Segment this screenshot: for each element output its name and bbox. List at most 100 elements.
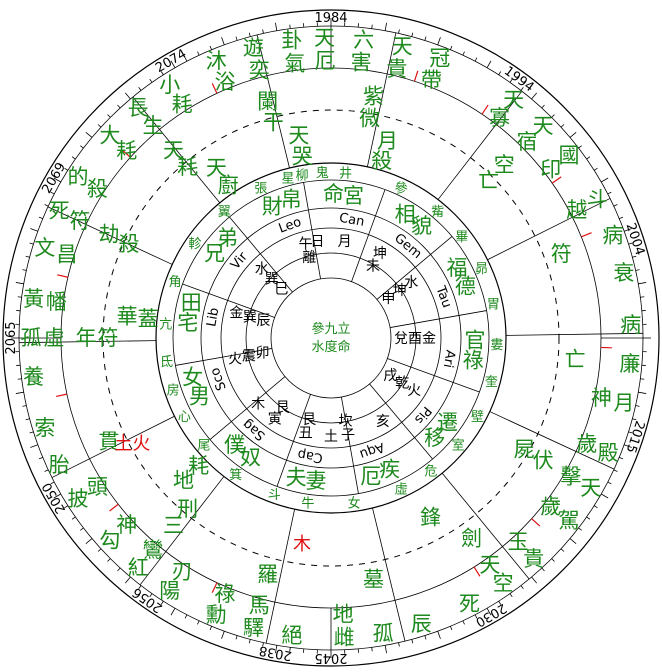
- outer-star-char: 長: [128, 96, 149, 120]
- outer-star-char: 擊: [560, 465, 581, 489]
- mansion-label: 井: [339, 167, 352, 182]
- outer-star-char: 天: [533, 114, 554, 138]
- outer-tick: [25, 255, 30, 258]
- outer-tick: [107, 558, 111, 562]
- outer-star-char: 辰: [411, 612, 432, 636]
- outer-star-char: 殿: [598, 441, 619, 465]
- palace-char: 移: [424, 426, 445, 450]
- outer-tick: [235, 635, 238, 640]
- mansion-label: 胃: [487, 297, 500, 312]
- outer-tick: [15, 282, 24, 285]
- outer-star-char: 天: [503, 88, 524, 112]
- branch-char: 坤: [373, 246, 387, 262]
- year-label: 2015: [623, 419, 647, 455]
- outer-extra-char: 符: [551, 242, 572, 266]
- chart-center: 參九立 水度命: [311, 322, 350, 355]
- outer-star-char: 越: [566, 198, 587, 222]
- palace-char: 厄: [360, 464, 381, 488]
- branch-char: 水: [255, 262, 269, 278]
- year-label: 2038: [258, 642, 293, 663]
- center-text-line1: 參九立: [311, 322, 350, 337]
- mansion-label: 角: [169, 275, 182, 290]
- outer-tick: [262, 29, 264, 34]
- chart-structure: [2, 9, 660, 667]
- outer-star-char: 遊: [243, 36, 264, 60]
- palace-char: 德: [455, 274, 476, 298]
- house-divider: [175, 348, 272, 366]
- chart-ring: [155, 162, 507, 514]
- outer-tick: [509, 593, 513, 598]
- sector-divider: [372, 507, 406, 642]
- mansion-label: 房: [167, 382, 180, 398]
- outer-star-char: 六: [353, 28, 374, 52]
- outer-extra-char: 紫: [363, 85, 384, 109]
- branch-char: 寅: [268, 410, 282, 427]
- outer-sub-char: 華: [117, 305, 138, 329]
- sector-divider: [256, 34, 290, 169]
- year-label: 2004: [623, 221, 647, 257]
- branch-char: 坎: [339, 414, 353, 430]
- outer-extra-char: 耗: [177, 155, 198, 179]
- outer-tick: [635, 269, 640, 271]
- outer-tick: [197, 620, 200, 625]
- palace-char: 夫: [286, 466, 307, 490]
- mansion-label: 心: [178, 410, 191, 425]
- outer-star-char: 天: [479, 553, 500, 577]
- outer-tick: [197, 51, 200, 56]
- outer-tick: [17, 378, 22, 380]
- outer-tick: [170, 60, 176, 69]
- outer-tick: [624, 444, 632, 448]
- outer-sub-char: 天: [288, 124, 309, 148]
- outer-star-char: 索: [34, 416, 55, 440]
- mansion-label: 婁: [490, 338, 503, 353]
- outer-star-char: 斗: [587, 187, 608, 211]
- outer-star-char: 天: [314, 26, 335, 50]
- outer-sub-char: 蓋: [138, 307, 159, 331]
- palace-char: 帛: [281, 188, 302, 212]
- palace-char: 貌: [411, 214, 432, 238]
- outer-tick: [474, 57, 478, 62]
- outer-star-char: 神: [591, 386, 612, 410]
- outer-tick: [628, 242, 633, 245]
- outer-tick: [29, 431, 34, 434]
- outer-star-char: 病: [602, 223, 623, 247]
- outer-tick: [170, 607, 176, 616]
- mansion-label: 畢: [455, 230, 468, 245]
- outer-tick: [613, 469, 618, 472]
- outer-tick: [520, 585, 524, 589]
- outer-star-char: 胎: [49, 453, 70, 477]
- outer-sub-char: 地: [173, 468, 194, 492]
- outer-star-char: 馬: [249, 594, 270, 618]
- zodiac-sign-label: Can: [338, 211, 366, 230]
- outer-tick: [450, 626, 453, 631]
- house-divider: [376, 236, 453, 300]
- outer-star-char: 驛: [243, 616, 264, 640]
- outer-tick: [424, 36, 427, 41]
- outer-tick: [628, 431, 633, 434]
- chart-ring: [220, 227, 442, 449]
- chart-ring: [245, 252, 417, 424]
- outer-tick: [638, 282, 647, 285]
- outer-tick: [38, 457, 43, 460]
- outer-star-char: 貴: [523, 547, 544, 571]
- outer-tick: [613, 204, 618, 207]
- outer-tick: [22, 269, 27, 271]
- outer-star-char: 的: [67, 165, 88, 189]
- outer-tick: [531, 92, 537, 100]
- sector-divider: [366, 32, 397, 167]
- outer-star-char: 頭: [87, 475, 108, 499]
- palace-char: 兄: [204, 241, 225, 265]
- outer-tick: [498, 71, 502, 76]
- mansion-label: 鬼: [316, 165, 329, 181]
- outer-star-char: 耗: [172, 92, 193, 116]
- outer-star-char: 國: [559, 143, 580, 167]
- outer-tick: [125, 92, 131, 100]
- outer-tick: [29, 242, 34, 245]
- year-label: 1984: [314, 11, 347, 26]
- outer-tick: [160, 71, 164, 76]
- outer-star-char: 勾: [99, 529, 120, 553]
- branch-char: 乾: [395, 376, 409, 392]
- palace-char: 福: [446, 256, 467, 280]
- outer-tick: [107, 114, 111, 118]
- zodiac-sign-label: Cap: [296, 446, 324, 465]
